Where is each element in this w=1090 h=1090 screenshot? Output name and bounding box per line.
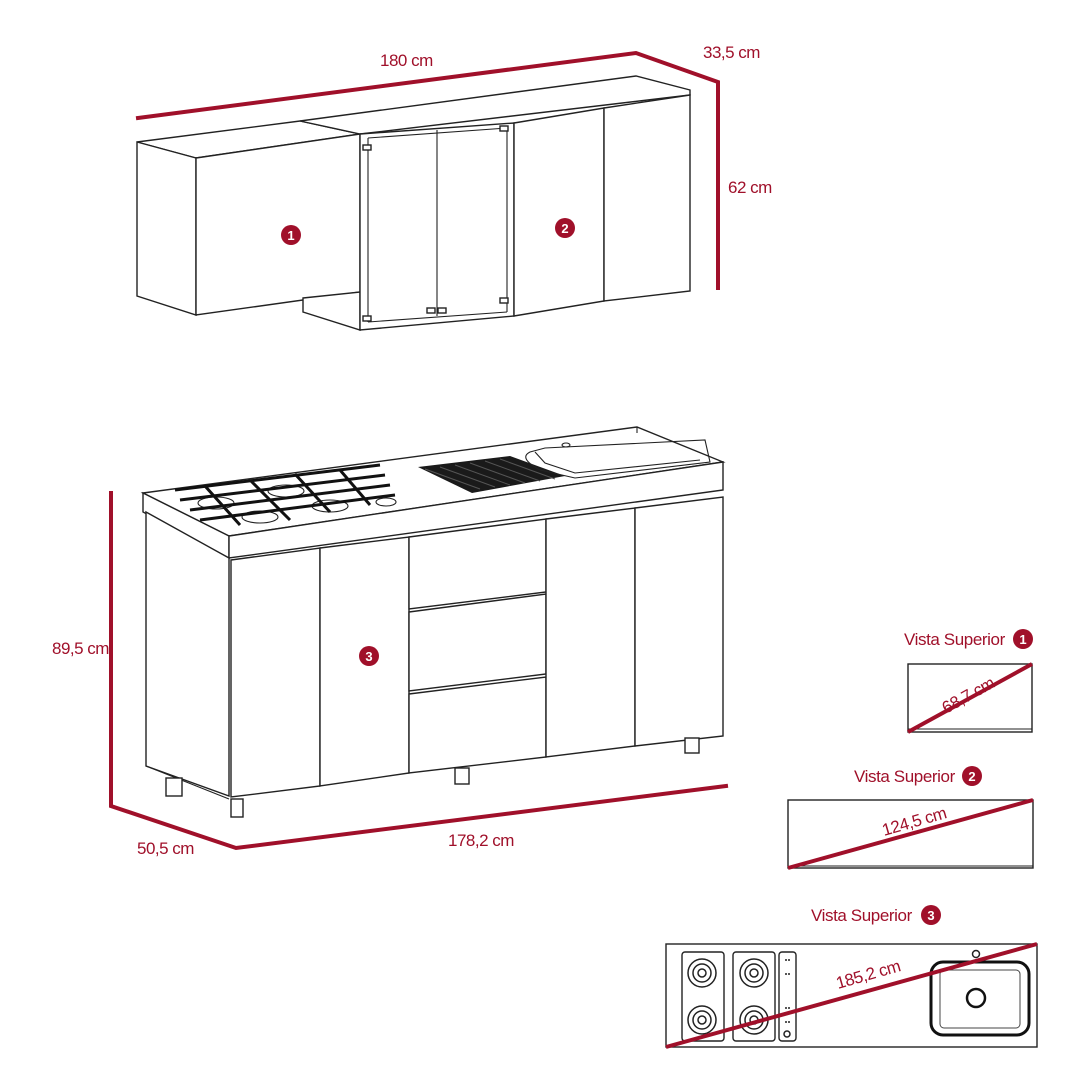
cooktop bbox=[174, 463, 397, 527]
cabinet-1-door bbox=[195, 133, 361, 316]
svg-text:2: 2 bbox=[968, 769, 975, 784]
badge-3: 3 bbox=[359, 646, 379, 666]
badge-1: 1 bbox=[281, 225, 301, 245]
top-view-1: Vista Superior 1 68,7 cm bbox=[904, 629, 1033, 734]
countertop-front bbox=[228, 461, 724, 559]
sink-basin bbox=[525, 439, 711, 479]
upper-cabinets-drawing bbox=[136, 75, 691, 331]
cabinet-1-side bbox=[136, 141, 197, 316]
leg bbox=[454, 767, 470, 785]
cabinet-2-door-left bbox=[513, 107, 605, 317]
cabinet-2-underside bbox=[302, 291, 361, 331]
top-view-2-badge bbox=[962, 766, 982, 786]
base-door-4 bbox=[634, 496, 724, 747]
top-view-1-title: Vista Superior bbox=[904, 630, 1006, 649]
base-width-label: 178,2 cm bbox=[448, 831, 514, 850]
drawer-2 bbox=[408, 593, 547, 692]
upper-height-label: 62 cm bbox=[728, 178, 772, 197]
top-view-2-title: Vista Superior bbox=[854, 767, 956, 786]
upper-depth-label: 33,5 cm bbox=[703, 43, 760, 62]
svg-text:3: 3 bbox=[365, 649, 372, 664]
upper-dimension-lines bbox=[135, 50, 720, 290]
base-door-1 bbox=[230, 547, 321, 798]
badge-2: 2 bbox=[555, 218, 575, 238]
leg bbox=[684, 737, 700, 754]
top-view-3-title: Vista Superior bbox=[811, 906, 913, 925]
drawer-1 bbox=[408, 518, 547, 610]
cabinet-2-top bbox=[299, 75, 691, 135]
svg-text:2: 2 bbox=[561, 221, 568, 236]
base-door-3 bbox=[545, 507, 636, 758]
svg-text:1: 1 bbox=[287, 228, 294, 243]
leg bbox=[230, 798, 244, 818]
base-depth-label: 50,5 cm bbox=[137, 839, 194, 858]
base-cabinet-drawing bbox=[140, 426, 726, 818]
base-dimension-lines bbox=[109, 491, 729, 851]
top-view-3-badge bbox=[921, 905, 941, 925]
base-height-label: 89,5 cm bbox=[52, 639, 109, 658]
drawer-3 bbox=[408, 676, 547, 774]
upper-width-label: 180 cm bbox=[380, 51, 433, 70]
svg-text:1: 1 bbox=[1019, 632, 1026, 647]
drainboard bbox=[418, 456, 565, 493]
svg-text:3: 3 bbox=[927, 908, 934, 923]
leg bbox=[165, 777, 183, 797]
top-view-2: Vista Superior 2 124,5 cm bbox=[787, 766, 1034, 870]
top-view-1-badge bbox=[1013, 629, 1033, 649]
base-side-panel bbox=[145, 510, 230, 797]
cabinet-2-door-right bbox=[603, 94, 691, 302]
top-view-3: Vista Superior 3 185,2 cm bbox=[665, 905, 1038, 1049]
